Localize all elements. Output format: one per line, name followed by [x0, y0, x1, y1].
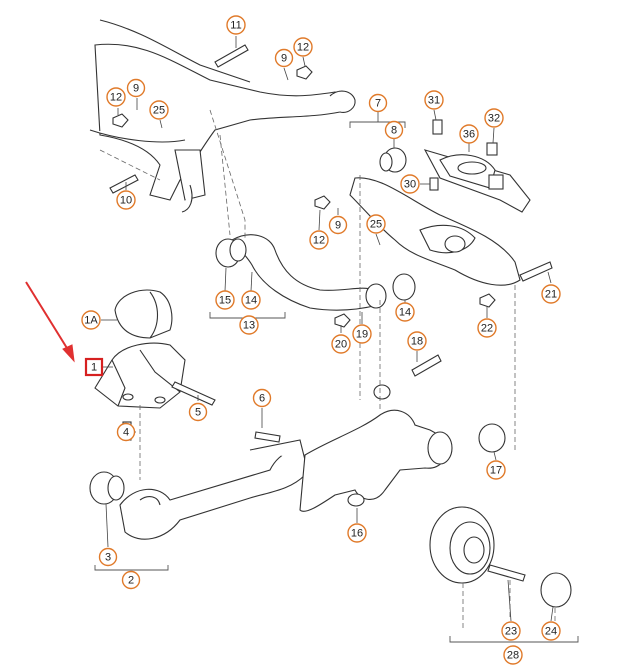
callout-label: 2 — [128, 575, 134, 587]
callout-label: 19 — [356, 329, 368, 341]
callout-17: 17 — [486, 460, 506, 480]
callout-label: 21 — [545, 289, 557, 301]
pointer-arrow — [25, 281, 75, 363]
callout-1A: 1A — [81, 310, 101, 330]
wheel-hub — [429, 506, 572, 608]
callout-label: 14 — [245, 295, 257, 307]
callout-label: 9 — [133, 83, 139, 95]
callout-12: 12 — [309, 230, 329, 250]
callout-label: 14 — [399, 307, 411, 319]
callout-11: 11 — [226, 15, 246, 35]
mounting-bracket-1 — [94, 342, 186, 409]
callout-14: 14 — [241, 290, 261, 310]
callout-label: 16 — [351, 528, 363, 540]
callout-label: 20 — [335, 339, 347, 351]
callout-25: 25 — [366, 214, 386, 234]
callout-24: 24 — [541, 621, 561, 641]
callout-label: 15 — [219, 295, 231, 307]
callout-15: 15 — [215, 290, 235, 310]
callout-32: 32 — [484, 108, 504, 128]
callout-1-highlighted: 1 — [84, 357, 104, 377]
callout-9: 9 — [126, 78, 146, 98]
callout-label: 9 — [335, 220, 341, 232]
callout-label: 18 — [411, 336, 423, 348]
callout-label: 22 — [481, 323, 493, 335]
callout-label: 6 — [259, 393, 265, 405]
callout-8: 8 — [384, 120, 404, 140]
callout-label: 1A — [84, 315, 98, 327]
callout-7: 7 — [368, 93, 388, 113]
callout-23: 23 — [501, 621, 521, 641]
callout-label: 12 — [313, 235, 325, 247]
callout-4: 4 — [116, 422, 136, 442]
callout-label: 9 — [281, 53, 287, 65]
spring-plate-bracket — [423, 149, 531, 213]
callout-label: 11 — [230, 20, 241, 32]
callout-19: 19 — [352, 324, 372, 344]
trailing-arm — [119, 439, 306, 540]
rubber-bushings — [89, 147, 506, 505]
callout-label: 32 — [488, 113, 500, 125]
callout-label: 36 — [463, 129, 475, 141]
callout-16: 16 — [347, 523, 367, 543]
callout-label: 30 — [404, 179, 416, 191]
wheel-carrier — [299, 384, 453, 512]
callout-30: 30 — [400, 174, 420, 194]
mounting-bracket-1a — [114, 289, 173, 339]
callout-10: 10 — [116, 190, 136, 210]
callout-label: 25 — [370, 219, 382, 231]
callout-label: 4 — [123, 427, 129, 439]
callout-label: 10 — [120, 195, 132, 207]
callout-2: 2 — [121, 570, 141, 590]
callout-label: 3 — [105, 552, 111, 564]
callout-label: 13 — [243, 320, 255, 332]
callout-3: 3 — [98, 547, 118, 567]
callout-5: 5 — [188, 402, 208, 422]
callout-label: 12 — [297, 42, 309, 54]
callout-label: 23 — [505, 626, 517, 638]
callout-label: 8 — [391, 125, 397, 137]
subframe-crossmember — [89, 19, 356, 213]
callout-label: 24 — [545, 626, 557, 638]
callout-22: 22 — [477, 318, 497, 338]
callout-21: 21 — [541, 284, 561, 304]
callout-label: 25 — [153, 105, 165, 117]
callout-label: 7 — [375, 98, 381, 110]
callout-12: 12 — [293, 37, 313, 57]
assembly-lines — [99, 109, 556, 630]
callout-25: 25 — [149, 100, 169, 120]
callout-20: 20 — [331, 334, 351, 354]
callout-36: 36 — [459, 124, 479, 144]
bolts-and-nuts — [109, 44, 553, 582]
callout-label: 5 — [195, 407, 201, 419]
callout-label: 17 — [490, 465, 502, 477]
callout-6: 6 — [252, 388, 272, 408]
callout-label: 28 — [507, 650, 519, 662]
callout-label: 1 — [91, 362, 97, 374]
callout-31: 31 — [424, 90, 444, 110]
callout-13: 13 — [239, 315, 259, 335]
callout-9: 9 — [328, 215, 348, 235]
callout-14: 14 — [395, 302, 415, 322]
callout-9: 9 — [274, 48, 294, 68]
callout-label: 31 — [428, 95, 440, 107]
callout-28: 28 — [503, 645, 523, 665]
callout-18: 18 — [407, 331, 427, 351]
callout-label: 12 — [110, 92, 122, 104]
callout-12: 12 — [106, 87, 126, 107]
upper-control-arm — [349, 177, 521, 286]
